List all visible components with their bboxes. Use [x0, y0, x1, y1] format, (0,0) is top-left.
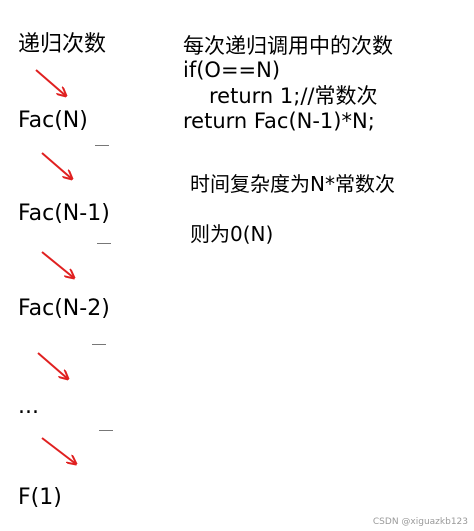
arrow-down-5 — [41, 437, 76, 464]
arrow-down-4 — [37, 352, 68, 379]
level-label-f-1: F(1) — [18, 485, 62, 510]
recursion-count-header: 递归次数 — [18, 32, 107, 57]
level-label-fac-n-2: Fac(N-2) — [18, 296, 110, 321]
level-label-ellipsis: ... — [18, 394, 39, 419]
arrow-down-3 — [41, 251, 74, 278]
arrow-down-2 — [41, 152, 72, 179]
code-line-return-1: return 1;//常数次 — [209, 84, 378, 108]
dash-mark — [92, 344, 106, 345]
dash-mark — [95, 145, 109, 146]
code-line-return-fac: return Fac(N-1)*N; — [183, 109, 375, 133]
complexity-result: 则为0(N) — [190, 222, 274, 246]
dash-mark — [99, 430, 113, 431]
dash-mark — [97, 243, 111, 244]
code-comment: 每次递归调用中的次数 — [183, 34, 393, 58]
level-label-fac-n-1: Fac(N-1) — [18, 201, 110, 226]
complexity-statement: 时间复杂度为N*常数次 — [190, 172, 395, 196]
code-line-if: if(O==N) — [183, 58, 281, 82]
arrow-down-1 — [35, 69, 66, 96]
level-label-fac-n: Fac(N) — [18, 108, 88, 133]
watermark: CSDN @xiguazkb123 — [372, 517, 468, 527]
